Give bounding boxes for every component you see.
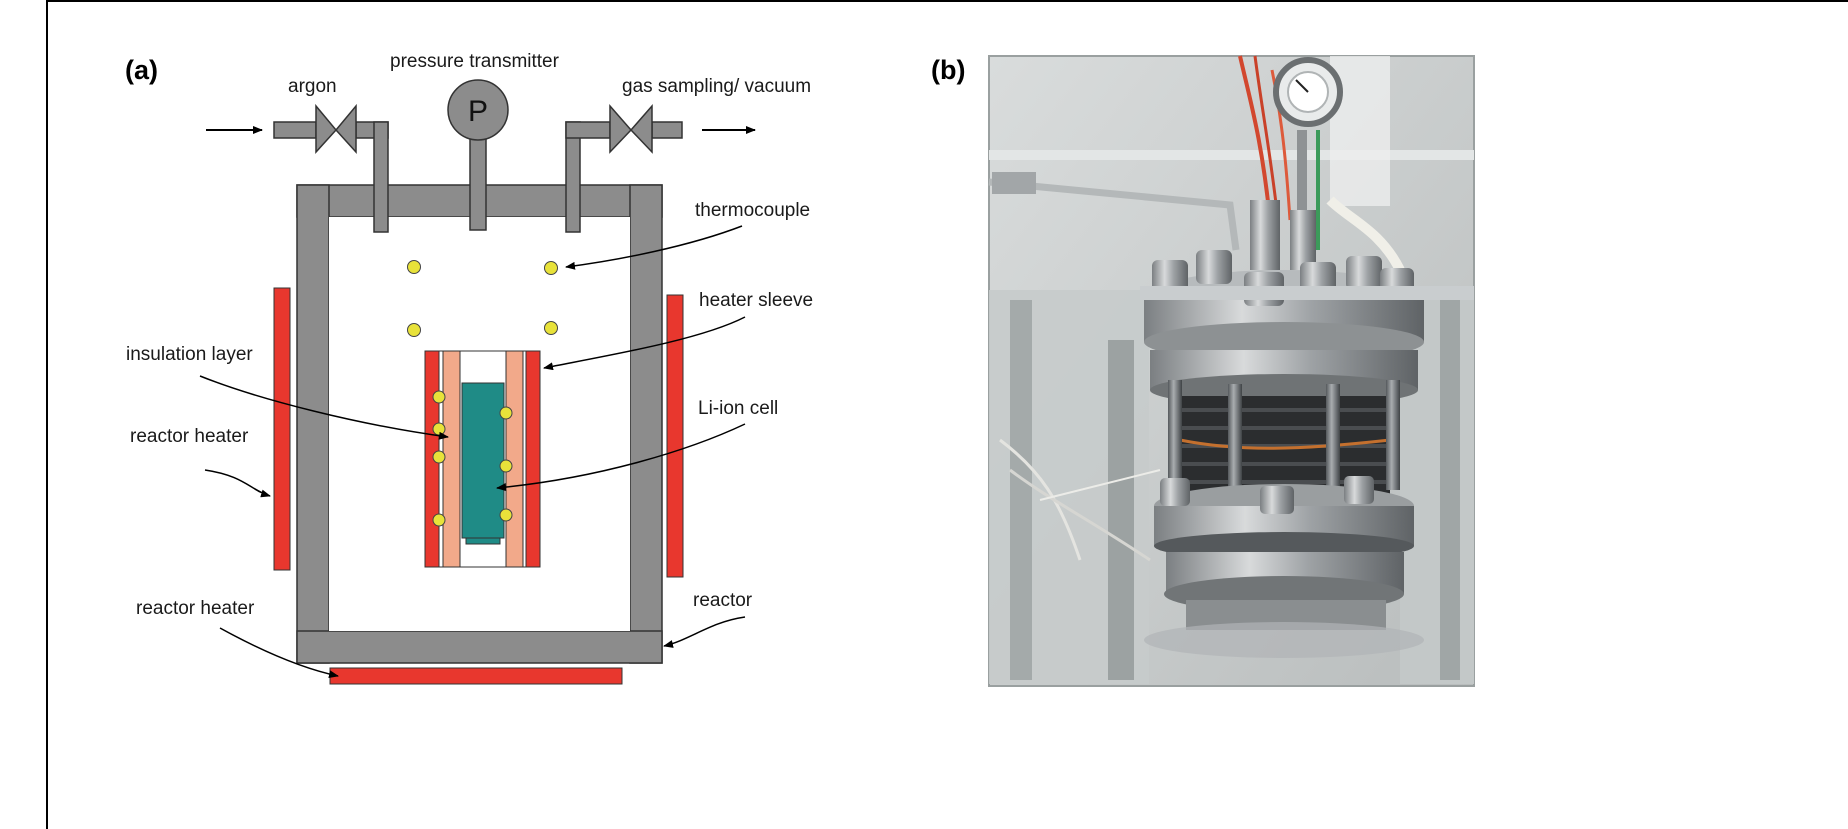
label-pressure-transmitter: pressure transmitter [390,51,560,72]
argon-valve-icon [315,103,357,154]
leader-insulation-layer [199,375,449,440]
frame-left-border [46,0,48,829]
leader-reactor-heater-side [204,469,271,498]
heater-sleeve-right [525,350,541,568]
reactor-heater-bottom [329,667,623,685]
gas-thermocouples [407,260,558,337]
label-insulation-layer: insulation layer [126,344,253,365]
label-heater-sleeve: heater sleeve [699,290,813,311]
pressure-pipe [469,137,487,231]
insulation-layer-right [505,350,524,568]
leader-reactor [663,616,746,648]
panel-b-letter: (b) [931,55,965,85]
leader-lines [199,225,746,679]
label-reactor-heater-side: reactor heater [130,426,249,447]
label-reactor: reactor [693,590,753,611]
li-ion-cell [461,382,505,539]
frame-top-border [46,0,1848,2]
reactor-photo [988,55,1475,687]
leader-li-ion-cell [496,423,746,492]
panel-a-letter: (a) [125,55,158,85]
label-gas-sampling: gas sampling/ vacuum [622,76,811,97]
cell-thermocouples [432,390,513,527]
pressure-symbol: P [468,95,488,128]
pressure-gauge-icon [447,79,509,141]
label-thermocouple: thermocouple [695,200,810,221]
label-reactor-heater-bottom: reactor heater [136,598,255,619]
reactor-heater-left [273,287,291,571]
insulation-layer-left [442,350,461,568]
gas-outlet-valve-icon [609,104,653,154]
li-ion-cell-base [465,537,501,545]
label-argon: argon [288,76,337,97]
leader-heater-sleeve [543,316,746,371]
leader-thermocouple [565,225,743,270]
label-li-ion-cell: Li-ion cell [698,398,778,419]
argon-inlet-pipe [273,121,389,233]
reactor-heater-right [666,294,684,578]
leader-reactor-heater-bottom [219,627,339,679]
